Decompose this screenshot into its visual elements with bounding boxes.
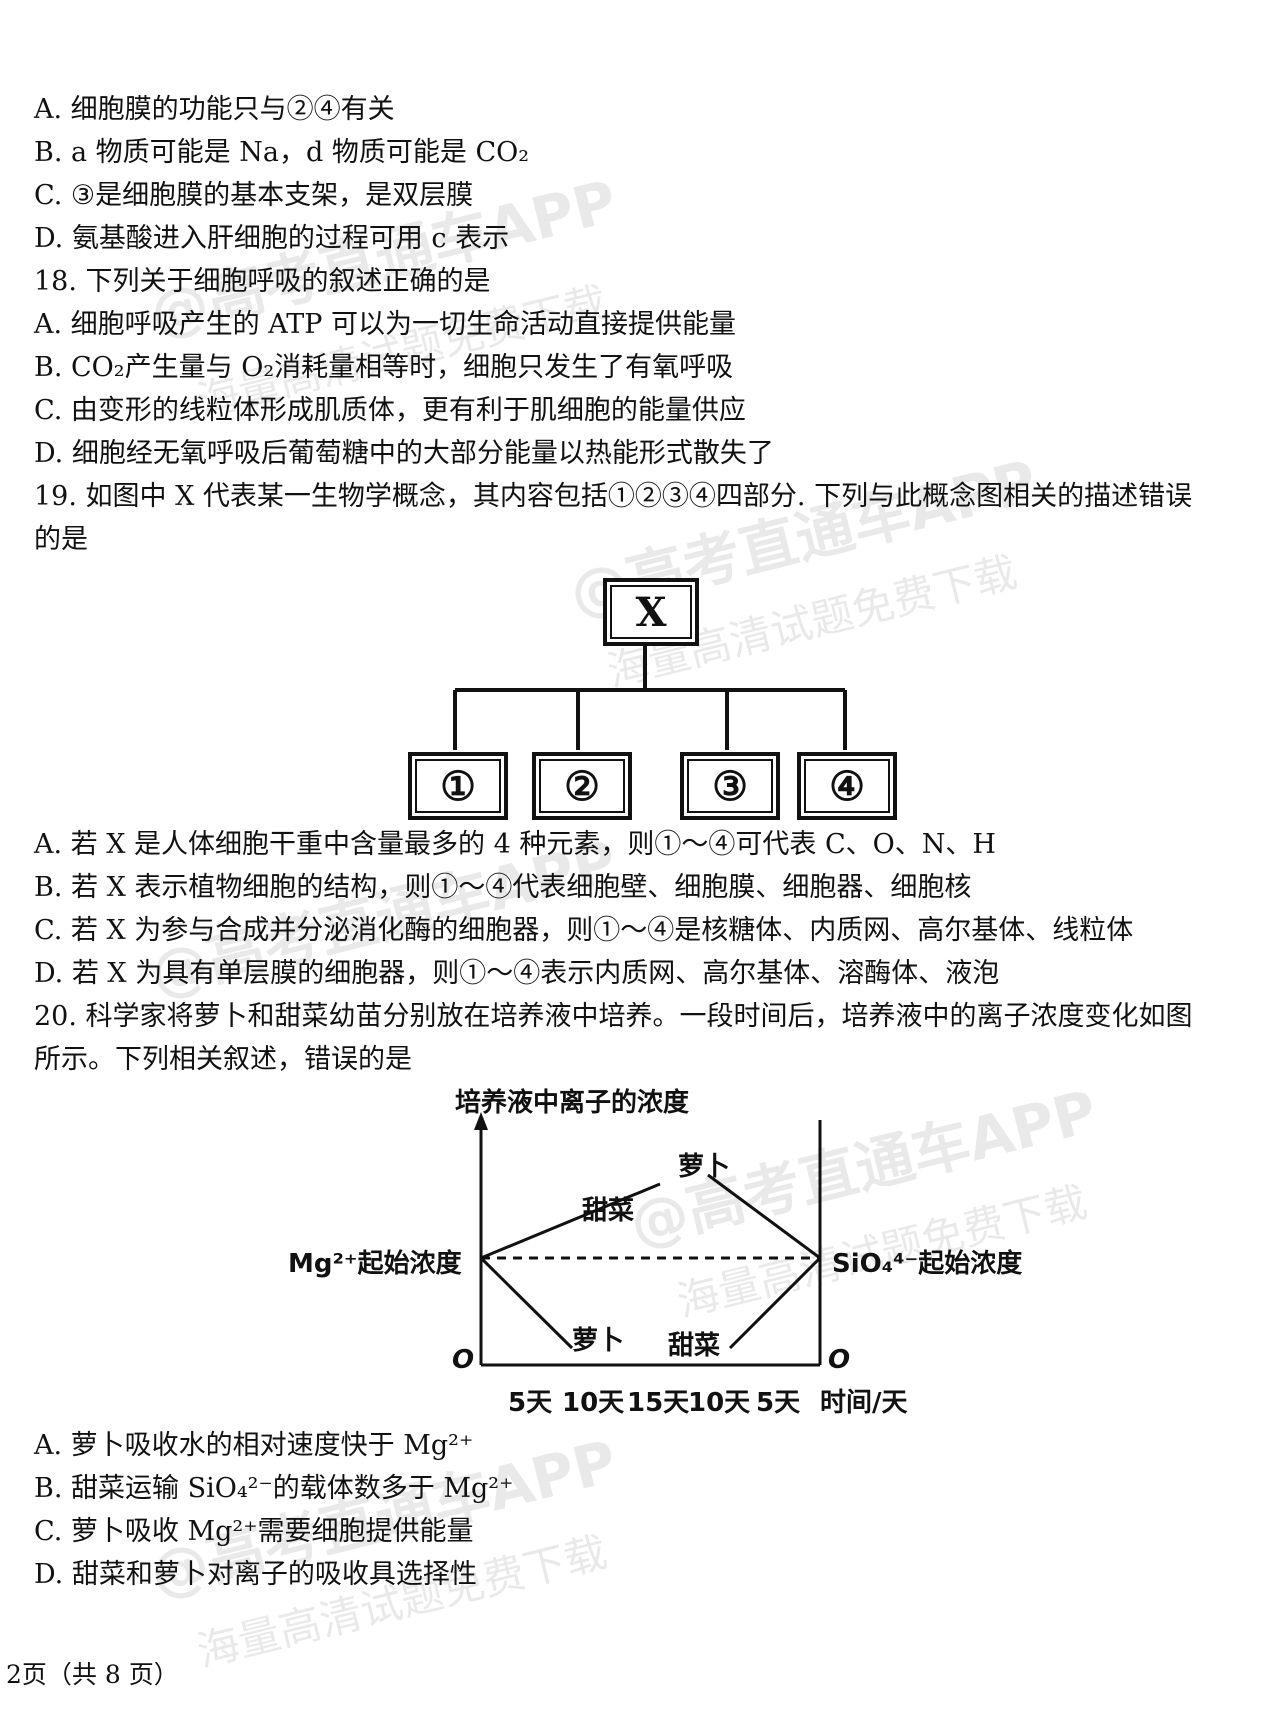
- q20-option-b: B. 甜菜运输 SiO₄²⁻的载体数多于 Mg²⁺: [34, 1473, 514, 1504]
- x-tick-label: 5天: [508, 1388, 553, 1418]
- q19-option-d: D. 若 X 为具有单层膜的细胞器，则①～④表示内质网、高尔基体、溶酶体、液泡: [34, 958, 1000, 989]
- left-origin-label: O: [452, 1345, 475, 1375]
- q17-option-d: D. 氨基酸进入肝细胞的过程可用 c 表示: [34, 223, 510, 254]
- x-tick-label: 5天: [756, 1388, 801, 1418]
- page-footer: 2页（共 8 页）: [6, 1660, 179, 1689]
- diagram-node-2: ②: [532, 752, 632, 820]
- diagram-node-4: ④: [797, 752, 897, 820]
- diagram-node-x: X: [603, 578, 699, 646]
- diagram-node-3-label: ③: [687, 759, 773, 813]
- q17-option-c: C. ③是细胞膜的基本支架，是双层膜: [34, 180, 474, 211]
- q18-option-b: B. CO₂产生量与 O₂消耗量相等时，细胞只发生了有氧呼吸: [34, 352, 734, 383]
- series-label-beet-mg: 甜菜: [582, 1196, 635, 1226]
- diagram-node-3: ③: [680, 752, 780, 820]
- series-line-radish-si: [707, 1173, 821, 1260]
- x-axis-title: 时间/天: [820, 1388, 908, 1418]
- q19-option-c: C. 若 X 为参与合成并分泌消化酶的细胞器，则①～④是核糖体、内质网、高尔基体…: [34, 915, 1134, 946]
- left-reference-label: Mg²⁺起始浓度: [288, 1249, 462, 1279]
- series-label-radish-si: 萝卜: [678, 1152, 731, 1182]
- q18-option-d: D. 细胞经无氧呼吸后葡萄糖中的大部分能量以热能形式散失了: [34, 438, 774, 469]
- diagram-node-2-label: ②: [539, 759, 625, 813]
- q20-option-a: A. 萝卜吸收水的相对速度快于 Mg²⁺: [34, 1430, 474, 1461]
- x-tick-label: 15天: [627, 1388, 690, 1418]
- q17-option-b: B. a 物质可能是 Na，d 物质可能是 CO₂: [34, 137, 530, 168]
- q19-option-b: B. 若 X 表示植物细胞的结构，则①～④代表细胞壁、细胞膜、细胞器、细胞核: [34, 872, 972, 903]
- q20-option-c: C. 萝卜吸收 Mg²⁺需要细胞提供能量: [34, 1516, 474, 1547]
- right-reference-label: SiO₄⁴⁻起始浓度: [832, 1249, 1023, 1279]
- q19-option-a: A. 若 X 是人体细胞干重中含量最多的 4 种元素，则①～④可代表 C、O、N…: [34, 829, 996, 860]
- x-tick-label: 10天: [688, 1388, 751, 1418]
- diagram-node-1-label: ①: [415, 759, 501, 813]
- diagram-node-1: ①: [408, 752, 508, 820]
- diagram-node-4-label: ④: [804, 759, 890, 813]
- series-label-radish-mg: 萝卜: [572, 1326, 625, 1356]
- q20-option-d: D. 甜菜和萝卜对离子的吸收具选择性: [34, 1559, 477, 1590]
- q17-option-a: A. 细胞膜的功能只与②④有关: [34, 94, 395, 125]
- series-line-radish-mg: [479, 1256, 574, 1350]
- q20-stem-line2: 所示。下列相关叙述，错误的是: [34, 1044, 412, 1075]
- q19-stem-line1: 19. 如图中 X 代表某一生物学概念，其内容包括①②③④四部分. 下列与此概念…: [34, 481, 1193, 512]
- q18-option-a: A. 细胞呼吸产生的 ATP 可以为一切生命活动直接提供能量: [34, 309, 737, 340]
- q20-stem-line1: 20. 科学家将萝卜和甜菜幼苗分别放在培养液中培养。一段时间后，培养液中的离子浓…: [34, 1001, 1193, 1032]
- left-y-axis-arrow: [474, 1112, 488, 1130]
- right-origin-label: O: [828, 1345, 851, 1375]
- q18-stem: 18. 下列关于细胞呼吸的叙述正确的是: [34, 266, 491, 297]
- q18-option-c: C. 由变形的线粒体形成肌质体，更有利于肌细胞的能量供应: [34, 395, 746, 426]
- series-line-beet-si: [728, 1256, 822, 1350]
- series-line-beet-mg: [480, 1182, 661, 1260]
- diagram-node-x-label: X: [610, 585, 692, 639]
- chart-y-axis-title: 培养液中离子的浓度: [455, 1088, 690, 1118]
- x-tick-label: 10天: [562, 1388, 625, 1418]
- q19-stem-line2: 的是: [34, 524, 88, 555]
- series-label-beet-si: 甜菜: [668, 1331, 721, 1361]
